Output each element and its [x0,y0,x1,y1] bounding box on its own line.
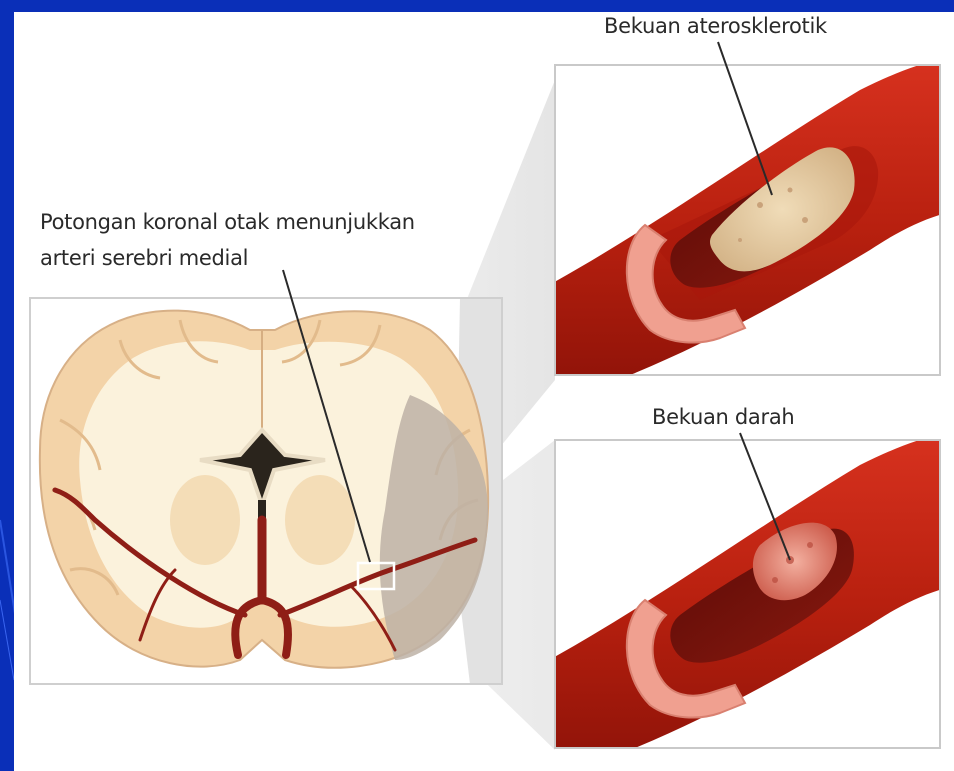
atherosclerotic-artery-panel [540,55,954,400]
coronal-label-line2: arteri serebri medial [40,240,415,276]
blood-clot-label: Bekuan darah [652,405,794,429]
brain-coronal-section [40,311,488,668]
atherosclerotic-clot-label: Bekuan aterosklerotik [604,14,827,38]
coronal-label-line1: Potongan koronal otak menunjukkan [40,204,415,240]
blood-clot-artery-panel [540,430,954,771]
coronal-section-label: Potongan koronal otak menunjukkan arteri… [40,204,415,276]
